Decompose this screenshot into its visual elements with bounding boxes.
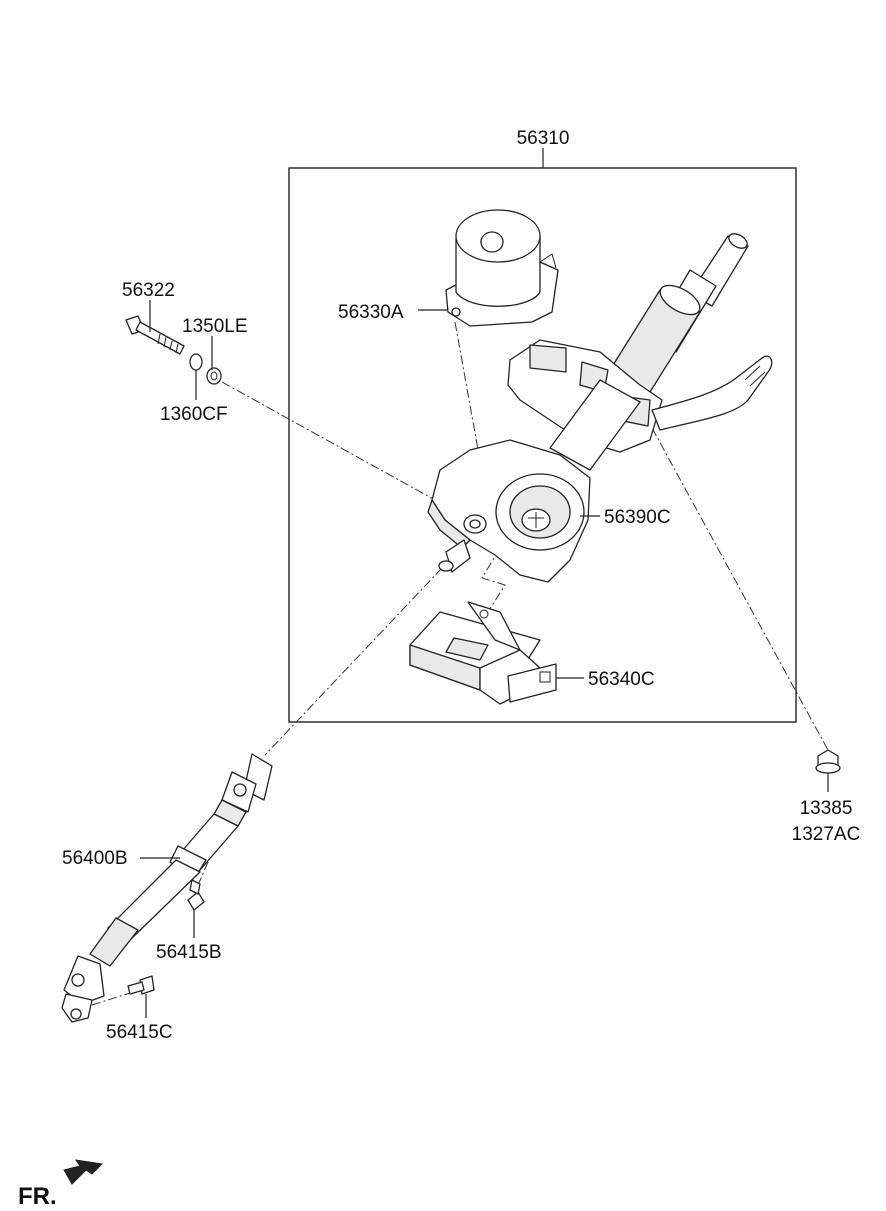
label-56390c: 56390C [604,507,671,528]
front-direction-label: FR. [18,1183,57,1210]
label-1327ac: 1327AC [792,824,861,845]
alignment-line-nut [651,427,829,751]
ecu-module [409,601,557,705]
alignment-line-ecu [481,547,506,613]
flange-nut [815,749,841,774]
steering-column [427,233,773,583]
front-arrow-icon [63,1159,104,1185]
washer-1360cf [189,353,203,371]
intermediate-shaft [61,753,273,1023]
bolt-56415b [187,879,205,911]
label-56415b: 56415B [156,942,222,963]
alignment-line-shaft [264,567,443,756]
alignment-line-bolt-c [91,992,131,1006]
label-56330a: 56330A [338,302,404,323]
washer-1350le [206,367,222,385]
label-56400b: 56400B [62,848,128,869]
label-56310: 56310 [517,128,570,149]
upper-bolt [125,315,185,355]
eps-motor [445,209,559,327]
alignment-line-bolt [221,381,436,501]
label-1360cf: 1360CF [160,404,228,425]
label-56322: 56322 [122,280,175,301]
label-56415c: 56415C [106,1022,173,1043]
label-1350le: 1350LE [182,316,248,337]
bolt-56415c [127,975,155,995]
label-13385: 13385 [800,798,853,819]
label-56340c: 56340C [588,669,655,690]
